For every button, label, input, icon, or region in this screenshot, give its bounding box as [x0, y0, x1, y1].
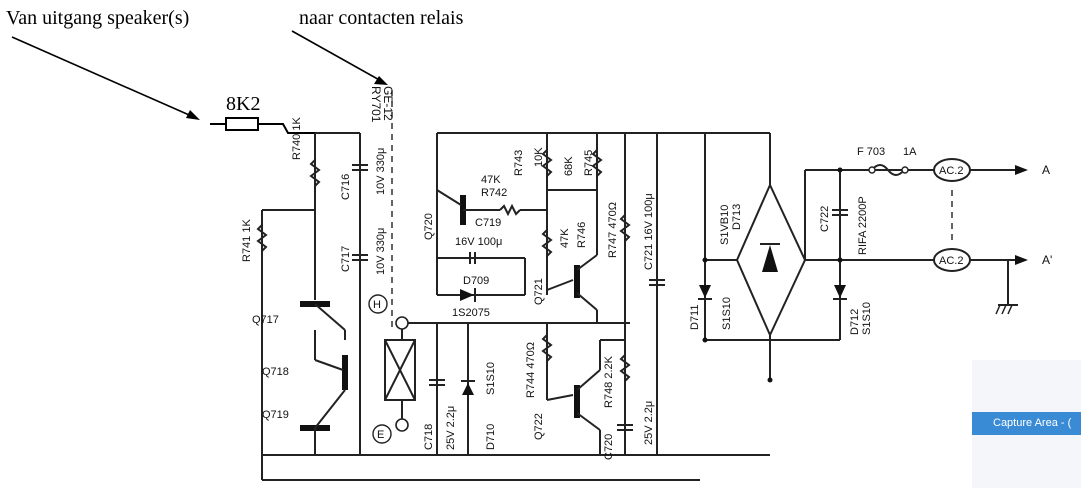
r741-label: R741 1K — [241, 219, 253, 262]
q719-label: Q719 — [262, 409, 289, 421]
c719-label: C719 — [475, 217, 501, 229]
overlay-patch — [195, 92, 315, 182]
c719-value: 16V 100μ — [455, 236, 502, 248]
ry701-type-label: GE-12 — [381, 86, 395, 121]
relay-arrow — [291, 30, 388, 85]
q720-section — [436, 132, 640, 302]
e-terminal-label: E — [377, 429, 384, 441]
relay-coil — [384, 316, 630, 432]
d713-type: S1VB10 — [719, 205, 731, 245]
c717-value: 10V 330μ — [375, 228, 387, 275]
c716-label: C716 — [340, 174, 352, 200]
ac2-b-label: AC.2 — [939, 255, 963, 267]
d709-label: D709 — [463, 275, 489, 287]
c717-label: C717 — [340, 246, 352, 272]
ac2-a-label: AC.2 — [939, 165, 963, 177]
c718-value: 25V 2.2μ — [445, 406, 457, 450]
resistor-8k2: 8K2 — [210, 93, 315, 134]
c720-value: 25V 2.2μ — [643, 401, 655, 445]
r744-label: R744 470Ω — [525, 342, 537, 398]
d710-value: S1S10 — [485, 362, 497, 395]
ry701-label: RY701 — [369, 86, 383, 123]
speaker-arrow — [11, 36, 200, 120]
d712-label: D712 — [849, 309, 861, 335]
relay-annotation: naar contacten relais — [299, 7, 464, 29]
f703-value: 1A — [903, 146, 917, 158]
output-a-label: A — [1042, 163, 1050, 177]
d712-value: S1S10 — [861, 302, 873, 335]
f703-label: F 703 — [857, 146, 885, 158]
capture-area-tab[interactable]: Capture Area - ( — [972, 412, 1081, 435]
q720-label: Q720 — [423, 213, 435, 240]
c722-value: RIFA 2200P — [857, 196, 869, 255]
q721-label: Q721 — [533, 278, 545, 305]
c716-value: 10V 330μ — [375, 148, 387, 195]
d711-value: S1S10 — [721, 297, 733, 330]
c718-label: C718 — [423, 424, 435, 450]
r748-label: R748 2.2K — [603, 355, 615, 408]
c721 — [649, 133, 665, 455]
c718-d710 — [429, 323, 475, 455]
r742-value: 47K — [481, 174, 501, 186]
r740-label: R740 1K — [291, 117, 303, 160]
d710-label: D710 — [485, 424, 497, 450]
c720-label: C720 — [603, 434, 615, 460]
r743-label: R743 — [513, 150, 525, 176]
resistor-8k2-label: 8K2 — [226, 93, 260, 115]
d711-label: D711 — [689, 305, 701, 330]
c722-label: C722 — [819, 206, 831, 232]
r743-value: 10K — [533, 147, 545, 167]
d713-label: D713 — [731, 204, 743, 230]
rectifier-section — [640, 132, 1028, 383]
output-a-prime-label: A' — [1042, 253, 1052, 267]
r745-label: R745 — [583, 150, 595, 176]
r742-label: R742 — [481, 187, 507, 199]
r746-label: R746 — [576, 222, 588, 248]
r746-value: 47K — [559, 228, 571, 248]
d709-value: 1S2075 — [452, 307, 490, 319]
h-terminal-label: H — [373, 299, 381, 311]
c721-label: C721 16V 100μ — [643, 193, 655, 270]
q722-label: Q722 — [533, 413, 545, 440]
speaker-annotation: Van uitgang speaker(s) — [6, 7, 190, 29]
left-section-wiring — [256, 132, 770, 481]
q718-label: Q718 — [262, 366, 289, 378]
r745-value: 68K — [563, 156, 575, 176]
q717-label: Q717 — [252, 314, 279, 326]
r747-label: R747 470Ω — [607, 202, 619, 258]
q721-q722-section — [541, 133, 633, 455]
